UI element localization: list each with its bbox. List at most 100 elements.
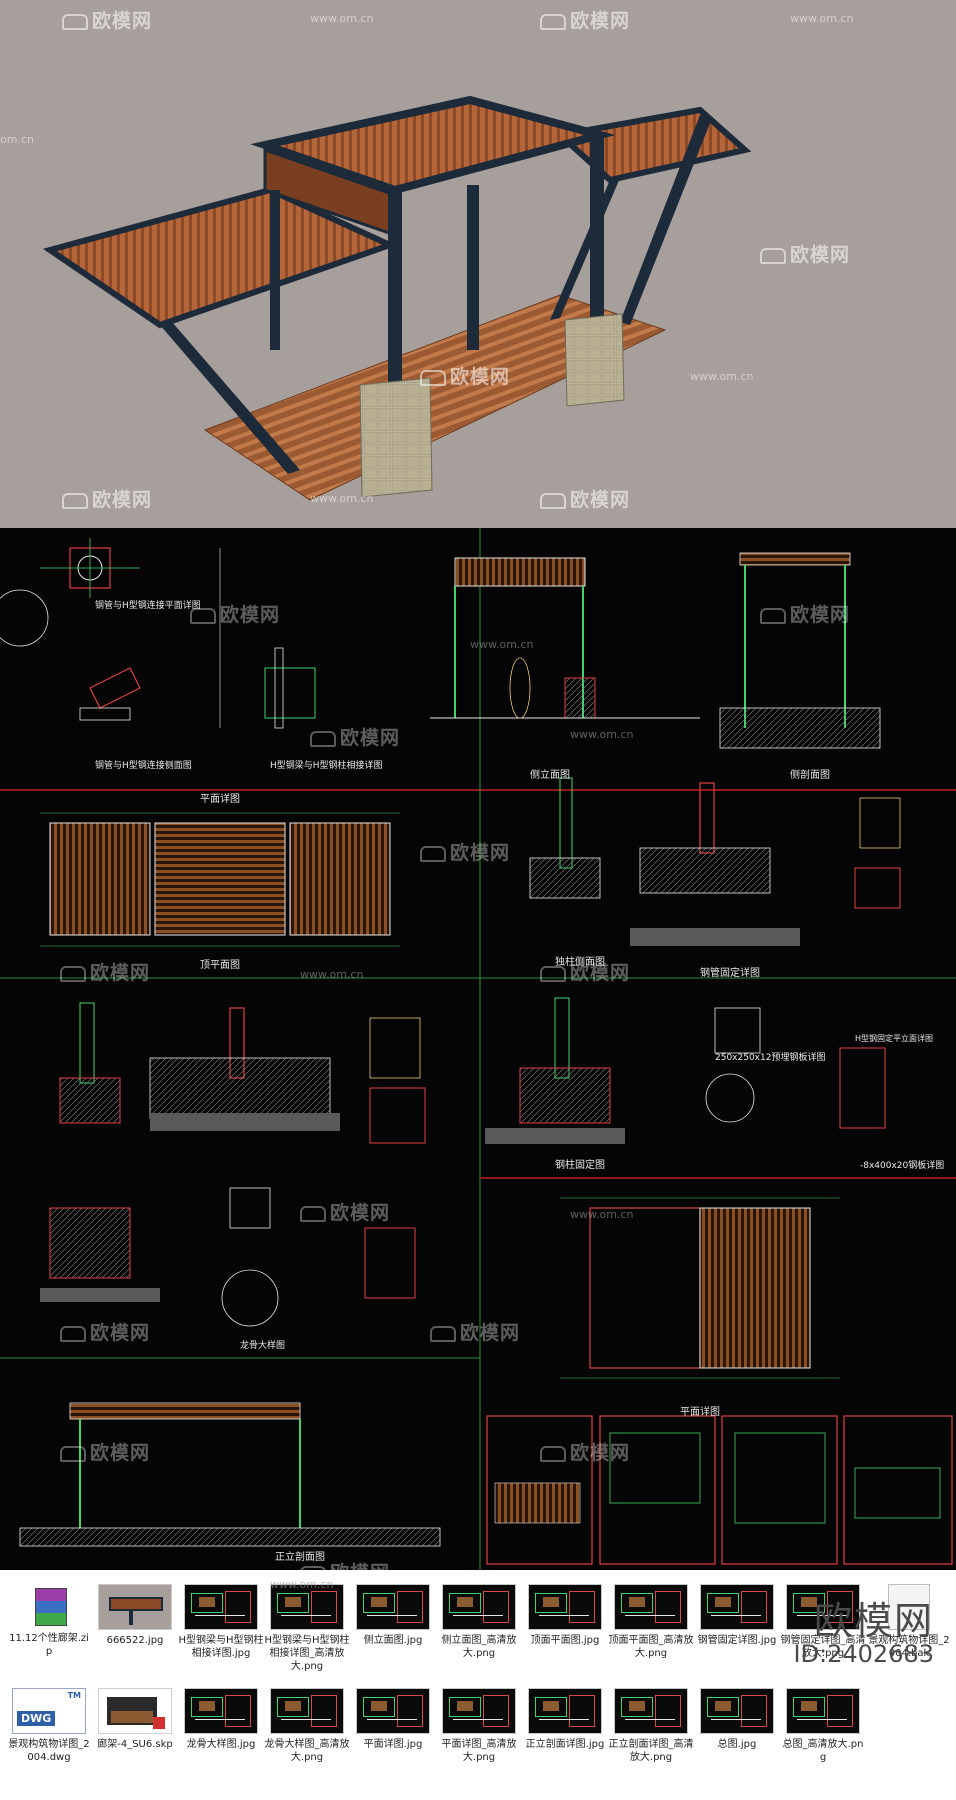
watermark: 欧模网: [60, 958, 150, 985]
cad-thumbnail: [700, 1688, 774, 1734]
watermark: 欧模网: [300, 1198, 390, 1225]
file-name: 顶面平面图.jpg: [530, 1635, 600, 1646]
watermark: 欧模网: [540, 6, 630, 33]
watermark-url: www.om.cn: [690, 370, 754, 383]
cad-linework: [0, 528, 956, 1570]
watermark: 欧模网: [62, 6, 152, 33]
cad-thumbnail: [270, 1688, 344, 1734]
sketchup-file-icon: [98, 1688, 172, 1734]
file-item[interactable]: 廊架-4_SU6.skp: [92, 1688, 178, 1751]
file-item[interactable]: 平面详图.jpg: [350, 1688, 436, 1751]
cad-thumbnail: [184, 1688, 258, 1734]
watermark: 欧模网: [190, 600, 280, 627]
file-item[interactable]: 666522.jpg: [92, 1584, 178, 1647]
cad-thumbnail: [786, 1584, 860, 1630]
file-name: 廊架-4_SU6.skp: [97, 1739, 173, 1750]
file-name: H型钢梁与H型钢柱相接详图.jpg: [178, 1635, 264, 1659]
drawing-title: H型钢固定平立面详图: [855, 1034, 934, 1043]
right-canopy: [553, 106, 752, 184]
cad-thumbnail: [528, 1584, 602, 1630]
wood-deck: [203, 294, 667, 501]
cad-thumbnail: [270, 1584, 344, 1630]
file-item[interactable]: 正立剖面详图.jpg: [522, 1688, 608, 1751]
steel-column: [590, 135, 604, 355]
steel-column: [270, 190, 280, 350]
drawing-title: 平面详图: [200, 794, 240, 805]
drawing-title: 侧立面图: [530, 770, 570, 781]
file-item[interactable]: H型钢梁与H型钢柱相接详图.jpg: [178, 1584, 264, 1660]
watermark: 欧模网: [420, 838, 510, 865]
cad-thumbnail: [356, 1688, 430, 1734]
file-item[interactable]: 顶面平面图_高清放大.png: [608, 1584, 694, 1660]
drawing-title: -8x400x20钢板详图: [860, 1161, 945, 1171]
cad-thumbnail: [700, 1584, 774, 1630]
file-item[interactable]: 平面详图_高清放大.png: [436, 1688, 522, 1764]
watermark-url: www.om.cn: [270, 1578, 334, 1591]
file-explorer: 11.12个性廊架.zip 666522.jpg H型钢梁与H型钢柱相接详图.jpg…: [0, 1570, 956, 1800]
file-name: H型钢梁与H型钢柱相接详图_高清放大.png: [264, 1635, 350, 1672]
cad-thumbnail: [614, 1584, 688, 1630]
drawing-title: 侧剖面图: [790, 770, 830, 781]
blank-file-icon: [888, 1584, 930, 1630]
file-item[interactable]: 钢管固定详图.jpg: [694, 1584, 780, 1647]
drawing-title: 钢柱固定图: [555, 1160, 605, 1171]
watermark: 欧模网: [60, 1318, 150, 1345]
watermark: 欧模网: [300, 1558, 390, 1570]
watermark: 欧模网: [310, 723, 400, 750]
model-id-label: ID:2402683: [793, 1640, 934, 1668]
file-item[interactable]: 总图_高清放大.png: [780, 1688, 866, 1764]
render-thumbnail: [98, 1584, 172, 1630]
steel-column: [467, 185, 479, 350]
drawing-title: 250x250x12预埋钢板详图: [715, 1053, 826, 1063]
watermark-url: www.om.cn: [310, 492, 374, 505]
diagonal-brace: [620, 115, 712, 325]
cad-drawing-sheet: 钢管与H型钢连接平面详图 钢管与H型钢连接侧面图 H型钢梁与H型钢柱相接详图 侧…: [0, 528, 956, 1570]
watermark: 欧模网: [540, 485, 630, 512]
watermark: 欧模网: [62, 485, 152, 512]
drawing-title: 平面详图: [680, 1407, 720, 1418]
diagonal-brace: [160, 322, 300, 474]
steel-column: [388, 190, 402, 410]
drawing-title: H型钢梁与H型钢柱相接详图: [270, 761, 383, 771]
watermark-url: www.om.cn: [470, 638, 534, 651]
watermark: 欧模网: [430, 1318, 520, 1345]
cad-thumbnail: [614, 1688, 688, 1734]
watermark-url: www.om.cn: [570, 1208, 634, 1221]
drawing-title: 钢管与H型钢连接侧面图: [95, 761, 192, 771]
file-name: 正立剖面详图_高清放大.png: [608, 1739, 694, 1763]
render-preview: 欧模网 欧模网 欧模网 欧模网 欧模网 欧模网 www.om.cn www.om…: [0, 0, 956, 528]
file-name: 11.12个性廊架.zip: [9, 1633, 89, 1657]
stone-base: [564, 313, 625, 407]
drawing-title: 正立剖面图: [275, 1552, 325, 1563]
file-name: 钢管固定详图_高清放大.png: [780, 1635, 866, 1659]
file-item[interactable]: 总图.jpg: [694, 1688, 780, 1751]
file-name: 总图.jpg: [717, 1739, 757, 1750]
file-item[interactable]: 正立剖面详图_高清放大.png: [608, 1688, 694, 1764]
watermark: 欧模网: [60, 1438, 150, 1465]
file-name: 平面详图_高清放大.png: [441, 1739, 517, 1763]
file-item[interactable]: 11.12个性廊架.zip: [6, 1584, 92, 1658]
file-item[interactable]: 钢管固定详图_高清放大.png: [780, 1584, 866, 1660]
file-item[interactable]: 顶面平面图.jpg: [522, 1584, 608, 1647]
pergola-render: [42, 95, 752, 501]
cad-thumbnail: [442, 1584, 516, 1630]
cad-thumbnail: [442, 1688, 516, 1734]
file-item[interactable]: 侧立面图.jpg: [350, 1584, 436, 1647]
drawing-title: 龙骨大样图: [240, 1341, 286, 1351]
file-name: 666522.jpg: [106, 1635, 164, 1646]
cad-thumbnail: [528, 1688, 602, 1734]
file-item[interactable]: 龙骨大样图.jpg: [178, 1688, 264, 1751]
watermark: 欧模网: [760, 600, 850, 627]
file-item[interactable]: H型钢梁与H型钢柱相接详图_高清放大.png: [264, 1584, 350, 1673]
watermark: 欧模网: [540, 1438, 630, 1465]
file-item[interactable]: 景观构筑物详图_2004.bak: [866, 1584, 952, 1660]
watermark-url: www.om.cn: [570, 728, 634, 741]
file-item[interactable]: 龙骨大样图_高清放大.png: [264, 1688, 350, 1764]
file-name: 龙骨大样图_高清放大.png: [264, 1739, 350, 1763]
brand-logo-text: 欧模网: [813, 1599, 934, 1643]
file-item[interactable]: 侧立面图_高清放大.png: [436, 1584, 522, 1660]
drawing-title: 钢管固定详图: [700, 968, 760, 979]
diagonal-brace: [550, 178, 620, 320]
watermark-url: om.cn: [0, 133, 34, 146]
